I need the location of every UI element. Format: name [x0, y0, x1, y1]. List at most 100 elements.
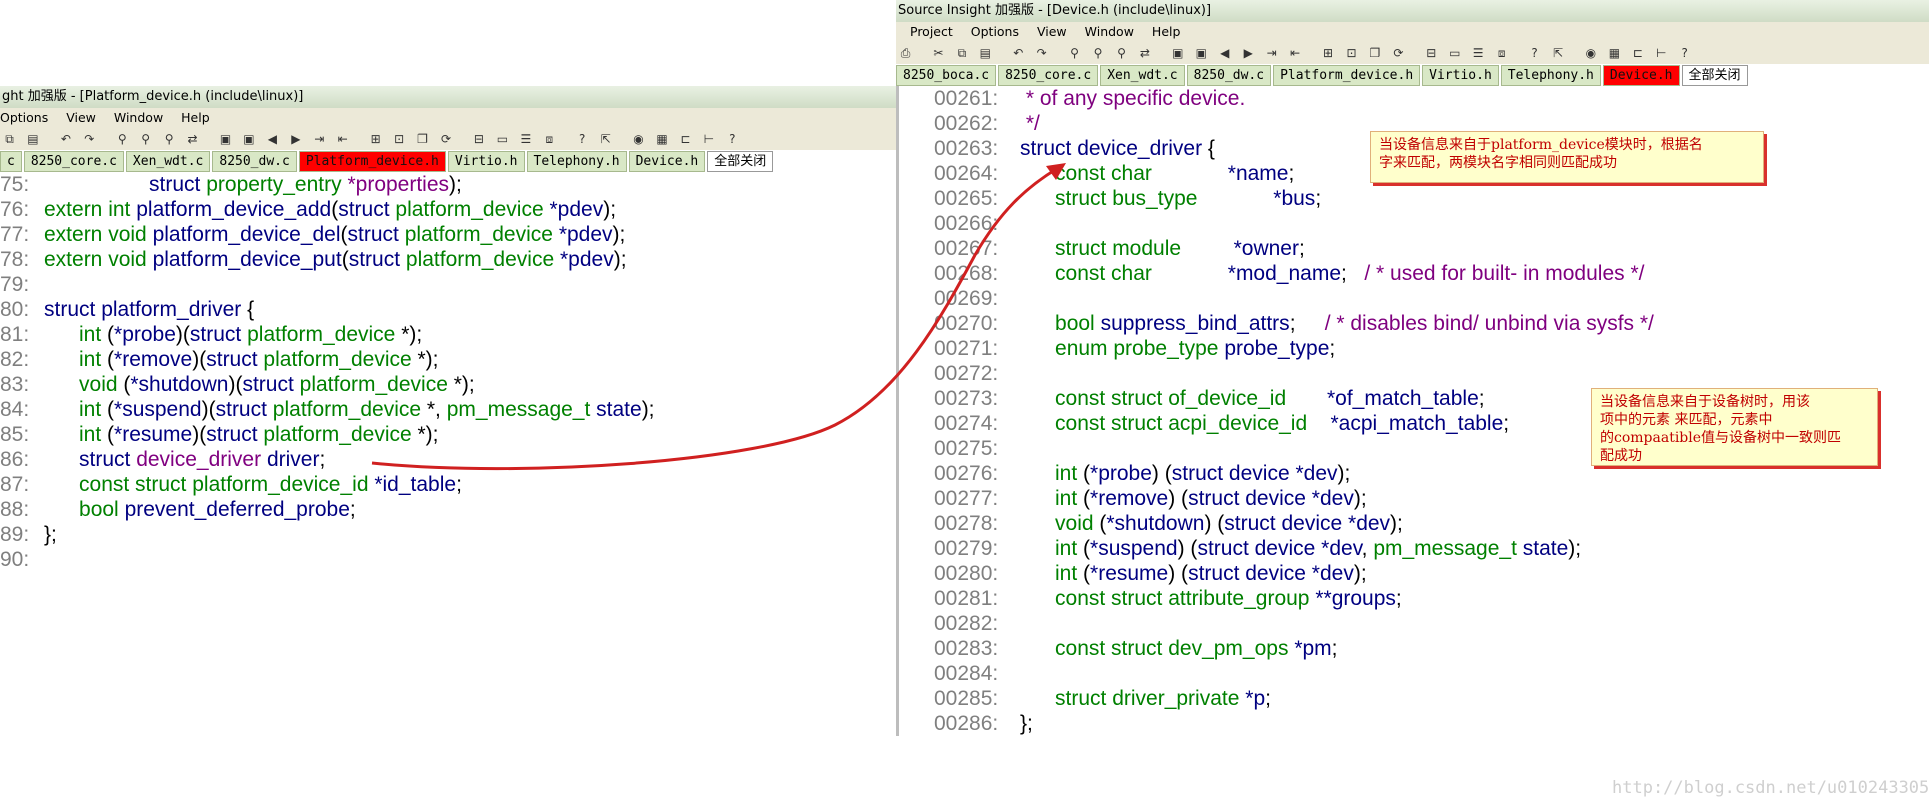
code-line[interactable]: 90: — [0, 547, 923, 571]
close-all-button[interactable]: 全部关闭 — [1681, 65, 1748, 86]
layout-2-icon[interactable]: ▭ — [496, 132, 509, 146]
file-tab-8250-core-c[interactable]: 8250_core.c — [23, 151, 124, 172]
info-icon[interactable]: ? — [579, 132, 586, 146]
code-line[interactable]: 81: int (*probe)(struct platform_device … — [0, 322, 923, 347]
menu-help[interactable]: Help — [181, 110, 210, 125]
jump-icon[interactable]: ⇥ — [314, 132, 325, 146]
code-line[interactable]: 82: int (*remove)(struct platform_device… — [0, 347, 923, 372]
find-prev-icon[interactable]: ⚲ — [1117, 46, 1126, 60]
replace-icon[interactable]: ⇄ — [187, 132, 198, 146]
code-line[interactable]: 00285: struct driver_private *p; — [896, 686, 1929, 711]
menu-view[interactable]: View — [1036, 24, 1067, 39]
code-line[interactable]: 85: int (*resume)(struct platform_device… — [0, 422, 923, 447]
browse-icon[interactable]: ⊞ — [370, 132, 381, 146]
code-line[interactable]: 89:}; — [0, 522, 923, 547]
menu-options[interactable]: Options — [0, 110, 49, 125]
file-tab-c[interactable]: c — [0, 151, 22, 172]
code-line[interactable]: 00277: int (*remove) (struct device *dev… — [896, 486, 1929, 511]
code-line[interactable]: 00268: const char *mod_name; / * used fo… — [896, 261, 1929, 286]
forward-icon[interactable]: ▶ — [1243, 46, 1253, 60]
forward-icon[interactable]: ▶ — [291, 132, 301, 146]
code-line[interactable]: 00270: bool suppress_bind_attrs; / * dis… — [896, 311, 1929, 336]
close-all-button[interactable]: 全部关闭 — [707, 151, 774, 172]
menu-window[interactable]: Window — [113, 110, 164, 125]
bookmark-icon[interactable]: ▣ — [1172, 46, 1184, 60]
code-line[interactable]: 00263:struct device_driver { — [896, 136, 1929, 161]
code-line[interactable]: 00261: * of any specific device. — [896, 86, 1929, 111]
jump-icon[interactable]: ⇥ — [1266, 46, 1277, 60]
code-line[interactable]: 00266: — [896, 211, 1929, 236]
menu-window[interactable]: Window — [1084, 24, 1134, 39]
file-tab-8250-dw-c[interactable]: 8250_dw.c — [212, 151, 297, 172]
code-line[interactable]: 00283: const struct dev_pm_ops *pm; — [896, 636, 1929, 661]
search-icon[interactable]: ⚲ — [117, 132, 127, 146]
code-line[interactable]: 00271: enum probe_type probe_type; — [896, 336, 1929, 361]
view-toggle-icon[interactable]: ◉ — [1585, 46, 1597, 60]
info-icon[interactable]: ? — [1531, 46, 1538, 60]
code-line[interactable]: 00284: — [896, 661, 1929, 686]
copy-icon[interactable]: ⧉ — [5, 132, 14, 146]
book-icon[interactable]: ❐ — [417, 132, 428, 146]
tree-icon[interactable]: ⊢ — [703, 132, 715, 146]
layout-4-icon[interactable]: ⧈ — [1497, 46, 1506, 60]
find-prev-icon[interactable]: ⚲ — [164, 132, 174, 146]
bookmark-clear-icon[interactable]: ▣ — [243, 132, 255, 146]
outline-icon[interactable]: ⊏ — [680, 132, 691, 146]
undo-icon[interactable]: ↶ — [60, 132, 71, 146]
file-tab-xen-wdt-c[interactable]: Xen_wdt.c — [125, 151, 211, 172]
bookmark-clear-icon[interactable]: ▣ — [1195, 46, 1207, 60]
file-tab-device-h[interactable]: Device.h — [628, 151, 706, 172]
view-select-icon[interactable]: ▦ — [656, 132, 668, 146]
book-icon[interactable]: ❐ — [1369, 46, 1381, 60]
code-line[interactable]: 00281: const struct attribute_group **gr… — [896, 586, 1929, 611]
sync-icon[interactable]: ⟳ — [1393, 46, 1404, 60]
code-line[interactable]: 00265: struct bus_type *bus; — [896, 186, 1929, 211]
layout-1-icon[interactable]: ⊟ — [473, 132, 484, 146]
paste-icon[interactable]: ▤ — [27, 132, 39, 146]
code-line[interactable]: 00273: const struct of_device_id *of_mat… — [896, 386, 1929, 411]
context-icon[interactable]: ⊡ — [394, 132, 405, 146]
view-toggle-icon[interactable]: ◉ — [633, 132, 644, 146]
find-next-icon[interactable]: ⚲ — [141, 132, 151, 146]
bookmark-icon[interactable]: ▣ — [219, 132, 232, 146]
file-tab-virtio-h[interactable]: Virtio.h — [447, 151, 525, 172]
replace-icon[interactable]: ⇄ — [1139, 46, 1150, 60]
file-tab-platform-device-h[interactable]: Platform_device.h — [298, 151, 446, 172]
code-line[interactable]: 76:extern int platform_device_add(struct… — [0, 197, 923, 222]
code-line[interactable]: 00262: */ — [896, 111, 1929, 136]
file-tab-platform-device-h[interactable]: Platform_device.h — [1273, 65, 1421, 86]
menu-options[interactable]: Options — [970, 24, 1019, 39]
layout-3-icon[interactable]: ☰ — [520, 132, 532, 146]
layout-4-icon[interactable]: ⧈ — [545, 132, 554, 146]
back-icon[interactable]: ◀ — [267, 132, 277, 146]
file-tab-telephony-h[interactable]: Telephony.h — [1500, 65, 1601, 86]
code-line[interactable]: 88: bool prevent_deferred_probe; — [0, 497, 923, 522]
code-line[interactable]: 00286:}; — [896, 711, 1929, 736]
code-line[interactable]: 79: — [0, 272, 923, 297]
jump-back-icon[interactable]: ⇤ — [1290, 46, 1301, 60]
layout-3-icon[interactable]: ☰ — [1472, 46, 1484, 60]
code-line[interactable]: 87: const struct platform_device_id *id_… — [0, 472, 923, 497]
file-tab-8250-boca-c[interactable]: 8250_boca.c — [896, 65, 997, 86]
layout-2-icon[interactable]: ▭ — [1449, 46, 1461, 60]
print-icon[interactable]: ⎙ — [900, 46, 911, 60]
jump-back-icon[interactable]: ⇤ — [337, 132, 348, 146]
file-tab-device-h[interactable]: Device.h — [1602, 65, 1680, 86]
cut-icon[interactable]: ✂ — [933, 46, 944, 60]
paste-icon[interactable]: ▤ — [979, 46, 991, 60]
code-line[interactable]: 75: struct property_entry *properties); — [0, 172, 923, 197]
code-line[interactable]: 00267: struct module *owner; — [896, 236, 1929, 261]
outline-icon[interactable]: ⊏ — [1632, 46, 1643, 60]
code-line[interactable]: 00272: — [896, 361, 1929, 386]
view-select-icon[interactable]: ▦ — [1608, 46, 1621, 60]
file-tab-8250-core-c[interactable]: 8250_core.c — [998, 65, 1099, 86]
browse-icon[interactable]: ⊞ — [1322, 46, 1334, 60]
code-line[interactable]: 00282: — [896, 611, 1929, 636]
help-icon[interactable]: ? — [1681, 46, 1688, 60]
context-icon[interactable]: ⊡ — [1346, 46, 1357, 60]
file-tab-xen-wdt-c[interactable]: Xen_wdt.c — [1100, 65, 1185, 86]
code-line[interactable]: 80:struct platform_driver { — [0, 297, 923, 322]
code-line[interactable]: 00269: — [896, 286, 1929, 311]
menu-project[interactable]: Project — [910, 24, 953, 39]
code-line[interactable]: 86: struct device_driver driver; — [0, 447, 923, 472]
